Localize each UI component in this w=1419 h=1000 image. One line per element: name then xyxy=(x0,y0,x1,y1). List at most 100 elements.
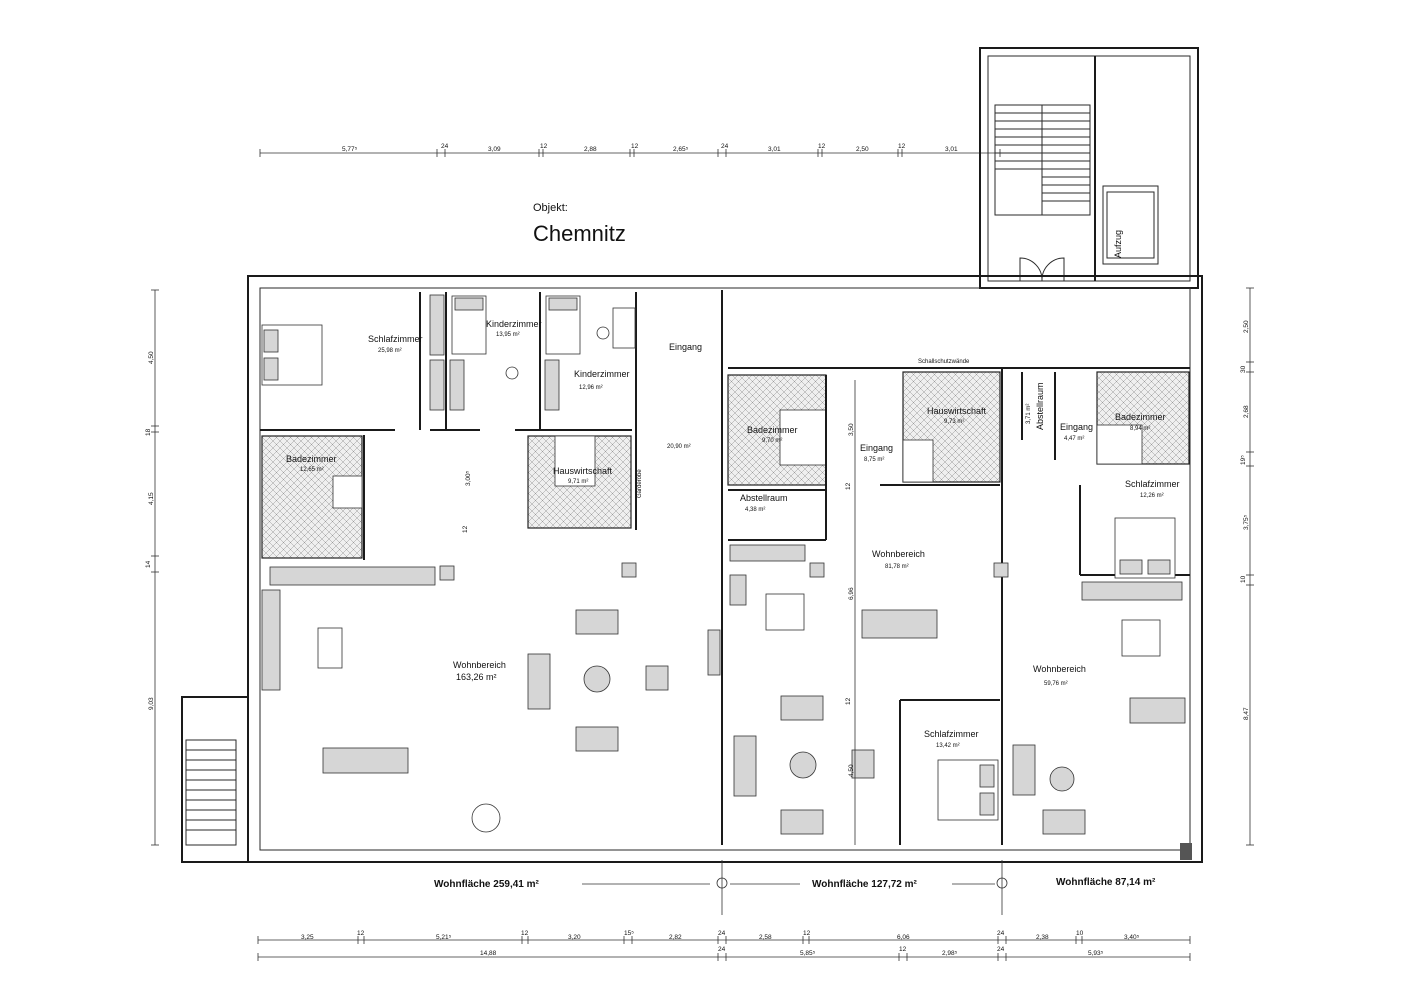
area-eingang-3: 4,47 m² xyxy=(1064,436,1084,442)
dim-inner-5: 6,96 xyxy=(848,587,855,600)
dim-bottom-8: 24 xyxy=(718,930,726,937)
area-schlafzimmer-3: 12,26 m² xyxy=(1140,493,1164,499)
dim-bottom-12: 24 xyxy=(997,930,1005,937)
room-schlafzimmer-3: Schlafzimmer xyxy=(1125,479,1180,489)
dim-inner-1: 3,00⁵ xyxy=(465,470,472,486)
dim-bottom-9: 2,58 xyxy=(759,934,772,941)
dim-top-13: 3,01 xyxy=(945,146,958,153)
room-wohnbereich-2: Wohnbereich xyxy=(872,549,925,559)
area-eingang-1: 20,90 m² xyxy=(667,444,691,450)
dim-bottom-11: 6,06 xyxy=(897,934,910,941)
area-schlafzimmer-2: 13,42 m² xyxy=(936,743,960,749)
dim-top-6: 12 xyxy=(631,143,639,150)
dim-bottom-7: 2,82 xyxy=(669,934,682,941)
unit3-walls xyxy=(1021,371,1190,576)
dim-inner-4: 12 xyxy=(845,482,852,490)
dim-bottom-13: 2,38 xyxy=(1036,934,1049,941)
dim-top-11: 2,50 xyxy=(856,146,869,153)
room-kinderzimmer-2: Kinderzimmer xyxy=(574,369,630,379)
dim-bottom-14: 10 xyxy=(1076,930,1084,937)
room-schlafzimmer-2: Schlafzimmer xyxy=(924,729,979,739)
dim-bottom2-1: 14,88 xyxy=(480,950,497,957)
dim-right-5: 3,75⁵ xyxy=(1243,514,1250,530)
dim-inner-7: 4,50 xyxy=(848,764,855,777)
dim-top-4: 12 xyxy=(540,143,548,150)
dim-bottom-2: 12 xyxy=(357,930,365,937)
dim-top-8: 24 xyxy=(721,143,729,150)
dim-bottom-6: 15⁵ xyxy=(624,930,634,937)
area-eingang-2: 8,75 m² xyxy=(864,457,884,463)
room-labels: Schlafzimmer 25,98 m² Kinderzimmer 13,95… xyxy=(286,319,1180,749)
bottom-dimension-line-1: 3,25 12 5,21⁵ 12 3,20 15⁵ 2,82 24 2,58 1… xyxy=(257,930,1191,944)
dim-bottom2-4: 12 xyxy=(899,946,907,953)
dim-inner-6: 12 xyxy=(845,697,852,705)
area-abstellraum-2: 3,71 m² xyxy=(1026,404,1032,424)
room-badezimmer-2: Badezimmer xyxy=(747,425,798,435)
dim-left-5: 9,03 xyxy=(148,697,155,710)
room-eingang-2: Eingang xyxy=(860,443,893,453)
dim-left-4: 14 xyxy=(145,560,152,568)
room-eingang-3: Eingang xyxy=(1060,422,1093,432)
dim-top-2: 24 xyxy=(441,143,449,150)
bottom-dimension-line-2: 14,88 24 5,85⁵ 12 2,98⁵ 24 5,93⁵ xyxy=(257,946,1191,961)
area-abstellraum-1: 4,38 m² xyxy=(745,507,765,513)
area-badezimmer-2: 9,70 m² xyxy=(762,438,782,444)
dim-bottom2-5: 2,98⁵ xyxy=(942,950,958,957)
dim-top-3: 3,09 xyxy=(488,146,501,153)
area-wohnbereich-2: 81,78 m² xyxy=(885,564,909,570)
area-kinderzimmer-2: 12,96 m² xyxy=(579,385,603,391)
dim-top-7: 2,65⁵ xyxy=(673,146,689,153)
room-eingang-1: Eingang xyxy=(669,342,702,352)
area-schlafzimmer-1: 25,98 m² xyxy=(378,348,402,354)
dim-inner-3: 3,50 xyxy=(848,423,855,436)
stairwell: Aufzug xyxy=(979,47,1199,289)
object-name: Chemnitz xyxy=(533,221,626,246)
dim-right-4: 19⁵ xyxy=(1240,455,1247,465)
elevator-label: Aufzug xyxy=(1113,230,1123,258)
dim-top-5: 2,88 xyxy=(584,146,597,153)
dim-bottom2-2: 24 xyxy=(718,946,726,953)
dim-right-3: 2,68 xyxy=(1243,405,1250,418)
object-label: Objekt: xyxy=(533,202,568,214)
dim-bottom-3: 5,21⁵ xyxy=(436,934,452,941)
dim-right-2: 30 xyxy=(1240,365,1247,373)
dim-top-1: 5,77⁵ xyxy=(342,146,358,153)
total-unit-1: Wohnfläche 259,41 m² xyxy=(434,879,540,890)
outer-walls xyxy=(181,275,1203,863)
dim-top-10: 12 xyxy=(818,143,826,150)
room-wohnbereich-3: Wohnbereich xyxy=(1033,664,1086,674)
right-dimension-line: 2,50 30 2,68 19⁵ 3,75⁵ 10 8,47 xyxy=(1240,287,1254,846)
dim-bottom2-6: 24 xyxy=(997,946,1005,953)
area-badezimmer-3: 8,94 m² xyxy=(1130,426,1150,432)
area-wohnbereich-3: 59,76 m² xyxy=(1044,681,1068,687)
dim-bottom-4: 12 xyxy=(521,930,529,937)
dim-left-1: 4,50 xyxy=(148,351,155,364)
dim-bottom-1: 3,25 xyxy=(301,934,314,941)
room-schlafzimmer-1: Schlafzimmer xyxy=(368,334,423,344)
dim-top-9: 3,01 xyxy=(768,146,781,153)
dim-right-1: 2,50 xyxy=(1243,320,1250,333)
furniture xyxy=(261,294,1186,835)
unit-walls xyxy=(721,290,1190,845)
room-hauswirtschaft-1: Hauswirtschaft xyxy=(553,466,613,476)
garderobe-label: Garderobe xyxy=(637,469,643,498)
dim-bottom2-3: 5,85⁵ xyxy=(800,950,816,957)
area-badezimmer-1: 12,65 m² xyxy=(300,467,324,473)
unit2-walls xyxy=(727,371,1001,845)
total-unit-2: Wohnfläche 127,72 m² xyxy=(812,879,918,890)
room-abstellraum-1: Abstellraum xyxy=(740,493,788,503)
room-kinderzimmer-1: Kinderzimmer xyxy=(486,319,542,329)
left-dimension-line: 4,50 18 4,15 14 9,03 xyxy=(145,289,159,846)
room-badezimmer-3: Badezimmer xyxy=(1115,412,1166,422)
schallschutz-label: Schallschutzwände xyxy=(918,359,970,365)
area-kinderzimmer-1: 13,95 m² xyxy=(496,332,520,338)
room-abstellraum-2: Abstellraum xyxy=(1035,382,1045,430)
dim-bottom2-7: 5,93⁵ xyxy=(1088,950,1104,957)
dim-left-3: 4,15 xyxy=(148,492,155,505)
dim-top-12: 12 xyxy=(898,143,906,150)
living-area-totals: Wohnfläche 259,41 m² Wohnfläche 127,72 m… xyxy=(434,860,1156,915)
room-badezimmer-1: Badezimmer xyxy=(286,454,337,464)
top-dimension-line: 5,77⁵ 24 3,09 12 2,88 12 2,65⁵ 24 3,01 1… xyxy=(259,143,1001,157)
dim-bottom-10: 12 xyxy=(803,930,811,937)
